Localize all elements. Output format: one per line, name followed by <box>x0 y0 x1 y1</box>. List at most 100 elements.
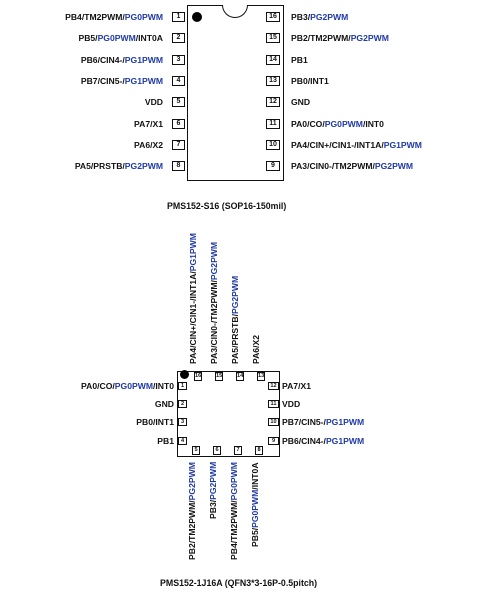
pin1-marker-dot <box>192 12 202 22</box>
pin-number-box: 13 <box>266 75 280 86</box>
pin-number-box: 2 <box>172 33 185 44</box>
pin-function-label: GND <box>154 399 174 410</box>
pin-function-label: PA0/CO/ <box>291 118 325 129</box>
pin-function-label: /INT0A <box>135 33 163 44</box>
pin-function-label: PA5/PRSTB/ <box>230 314 240 364</box>
pin-label: PA4/CIN+/CIN1-/INT1A/PG1PWM <box>188 233 198 364</box>
pin-label: VDD <box>145 97 163 107</box>
pin-number-box: 4 <box>172 75 185 86</box>
pin-function-label: PA6/X2 <box>251 335 261 364</box>
pin-label: PA3/CIN0-/TM2PWM/PG2PWM <box>209 242 219 364</box>
pin1-marker-dot <box>180 370 189 379</box>
pin-number-box: 9 <box>266 161 280 172</box>
pwm-function-label: PG1PWM <box>383 139 422 150</box>
pin-number-box: 1 <box>172 12 185 22</box>
pin-label: VDD <box>282 399 300 409</box>
pin-number-box: 11 <box>268 400 279 409</box>
pin-number-box: 6 <box>213 446 221 455</box>
pin-label: PB7/CIN5-/PG1PWM <box>282 417 364 427</box>
pin-number-box: 10 <box>268 418 279 427</box>
pin-function-label: PA0/CO/ <box>81 381 115 391</box>
pin-number-box: 3 <box>178 418 187 427</box>
pin-label: PA0/CO/PG0PWM/INT0 <box>291 119 384 129</box>
pin-number-box: 15 <box>266 33 280 44</box>
pin-function-label: /INT0A <box>250 462 260 490</box>
pin-number-box: 9 <box>268 436 279 445</box>
pin-label: PA6/X2 <box>251 335 261 364</box>
pwm-function-label: PG0PWM <box>124 12 163 22</box>
pin-function-label: PB0/INT1 <box>291 75 329 86</box>
pin-function-label: /INT0 <box>362 118 384 129</box>
pin-label: PB0/INT1 <box>291 76 329 86</box>
pin-number-box: 12 <box>268 382 279 390</box>
pin-label: GND <box>291 97 310 107</box>
pwm-function-label: PG1PWM <box>325 417 365 428</box>
pin-function-label: PB6/CIN4-/ <box>282 435 326 446</box>
pin-label: PB7/CIN5-/PG1PWM <box>81 76 163 86</box>
pin-number-box: 5 <box>192 446 200 455</box>
pwm-function-label: PG0PWM <box>114 381 153 391</box>
pin-function-label: PA4/CIN+/CIN1-/INT1A/ <box>188 271 198 364</box>
pin-number-box: 4 <box>178 436 187 445</box>
qfn16-package-body <box>177 370 280 457</box>
pin-number-box: 8 <box>172 161 185 172</box>
pin-function-label: PA3/CIN0-/TM2PWM/ <box>291 161 375 172</box>
pin-number-box: 11 <box>266 118 280 129</box>
pin-number-box: 6 <box>172 118 185 129</box>
pwm-function-label: PG2PWM <box>208 461 218 500</box>
pin-number-box: 7 <box>234 446 242 455</box>
pin-number-box: 14 <box>266 54 280 65</box>
pin-number-box: 8 <box>255 446 263 455</box>
pin-function-label: PB7/CIN5-/ <box>282 417 326 428</box>
pin-function-label: PB4/TM2PWM/ <box>65 12 125 22</box>
pin-function-label: PB6/CIN4-/ <box>80 54 125 65</box>
pin-label: PB1 <box>291 55 308 65</box>
pin-label: PA5/PRSTB/PG2PWM <box>230 276 240 364</box>
sop16-orientation-notch <box>222 5 248 18</box>
pin-label: PB2/TM2PWM/PG2PWM <box>187 462 197 560</box>
pin-function-label: PA5/PRSTB/ <box>74 161 125 172</box>
pin-label: PB0/INT1 <box>136 417 174 427</box>
pin-function-label: GND <box>291 97 311 108</box>
pwm-function-label: PG0PWM <box>324 118 363 129</box>
pwm-function-label: PG2PWM <box>374 161 414 172</box>
pin-function-label: PA7/X1 <box>282 381 311 391</box>
pin-function-label: PB0/INT1 <box>136 417 174 428</box>
pin-function-label: PB1 <box>291 54 308 65</box>
pin-function-label: PB3/ <box>208 499 218 519</box>
pin-label: PA3/CIN0-/TM2PWM/PG2PWM <box>291 161 413 171</box>
pin-label: PA4/CIN+/CIN1-/INT1A/PG1PWM <box>291 140 422 150</box>
pin-number-box: 16 <box>194 372 202 381</box>
pwm-function-label: PG1PWM <box>188 233 198 272</box>
pwm-function-label: PG2PWM <box>187 462 197 501</box>
pin-number-box: 16 <box>266 12 280 22</box>
pin-function-label: PA3/CIN0-/TM2PWM/ <box>209 280 219 364</box>
pin-number-box: 10 <box>266 139 280 150</box>
pin-function-label: PB2/TM2PWM/ <box>291 33 351 44</box>
pin-label: PA5/PRSTB/PG2PWM <box>75 161 163 171</box>
pin-label: PB5/PG0PWM/INT0A <box>250 462 260 547</box>
pin-label: PB3/PG2PWM <box>291 12 348 22</box>
pin-label: PB4/TM2PWM/PG0PWM <box>229 462 239 560</box>
pin-label: PB2/TM2PWM/PG2PWM <box>291 33 389 43</box>
pin-function-label: PB1 <box>157 435 174 446</box>
qfn16-caption: PMS152-1J16A (QFN3*3-16P-0.5pitch) <box>160 578 318 588</box>
pin-label: PB1 <box>157 436 174 446</box>
pwm-function-label: PG2PWM <box>350 33 389 44</box>
pin-function-label: VDD <box>144 97 163 108</box>
pwm-function-label: PG0PWM <box>250 489 260 528</box>
pwm-function-label: PG2PWM <box>209 241 219 281</box>
pin-function-label: PB7/CIN5-/ <box>80 75 125 86</box>
pin-number-box: 7 <box>172 139 185 150</box>
pin-label: PB4/TM2PWM/PG0PWM <box>65 12 163 22</box>
pwm-function-label: PG2PWM <box>124 161 163 172</box>
pin-function-label: /INT0 <box>152 381 174 391</box>
pin-number-box: 12 <box>266 97 280 108</box>
pin-label: PB3/PG2PWM <box>208 462 218 519</box>
pin-number-box: 14 <box>236 372 244 381</box>
pin-function-label: PB5/ <box>78 33 98 44</box>
pin-function-label: PB4/TM2PWM/ <box>229 500 239 560</box>
pwm-function-label: PG0PWM <box>229 462 239 501</box>
pin-function-label: PA7/X1 <box>134 118 163 129</box>
pin-function-label: PA6/X2 <box>134 139 163 150</box>
